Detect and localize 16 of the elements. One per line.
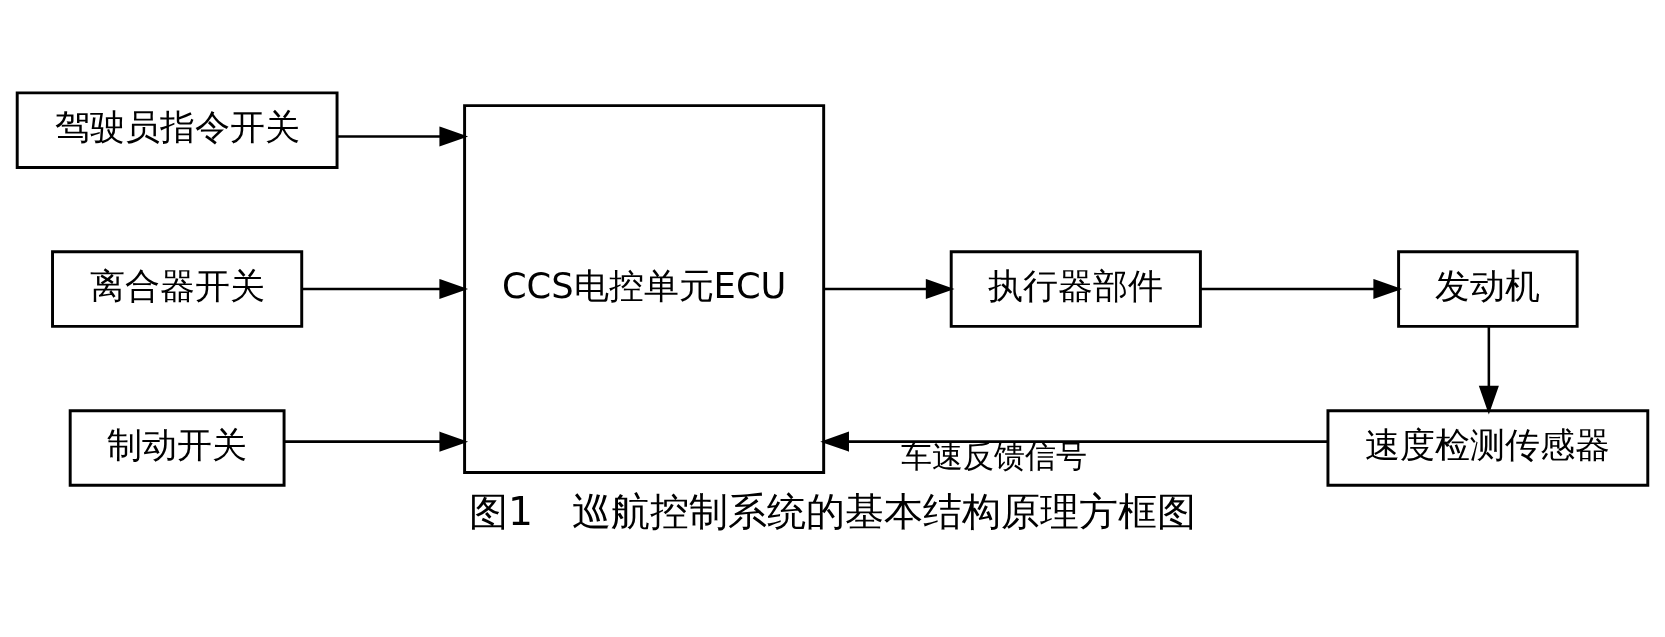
edge-label: 车速反馈信号 (901, 437, 1088, 474)
node-box: 速度检测传感器 (1326, 409, 1650, 487)
arrow (820, 431, 1328, 452)
node-box: 发动机 (1397, 250, 1579, 328)
arrow (337, 126, 469, 147)
node-box: 制动开关 (68, 409, 286, 487)
caption: 图1 巡航控制系统的基本结构原理方框图 (469, 488, 1196, 534)
arrow (284, 431, 469, 452)
arrow (1478, 326, 1499, 415)
node-box: 驾驶员指令开关 (15, 91, 339, 169)
node-box: 执行器部件 (949, 250, 1202, 328)
node-box: CCS电控单元ECU (463, 104, 826, 474)
arrow (1200, 279, 1403, 300)
arrow (824, 279, 955, 300)
node-box: 离合器开关 (51, 250, 304, 328)
arrow (302, 279, 469, 300)
